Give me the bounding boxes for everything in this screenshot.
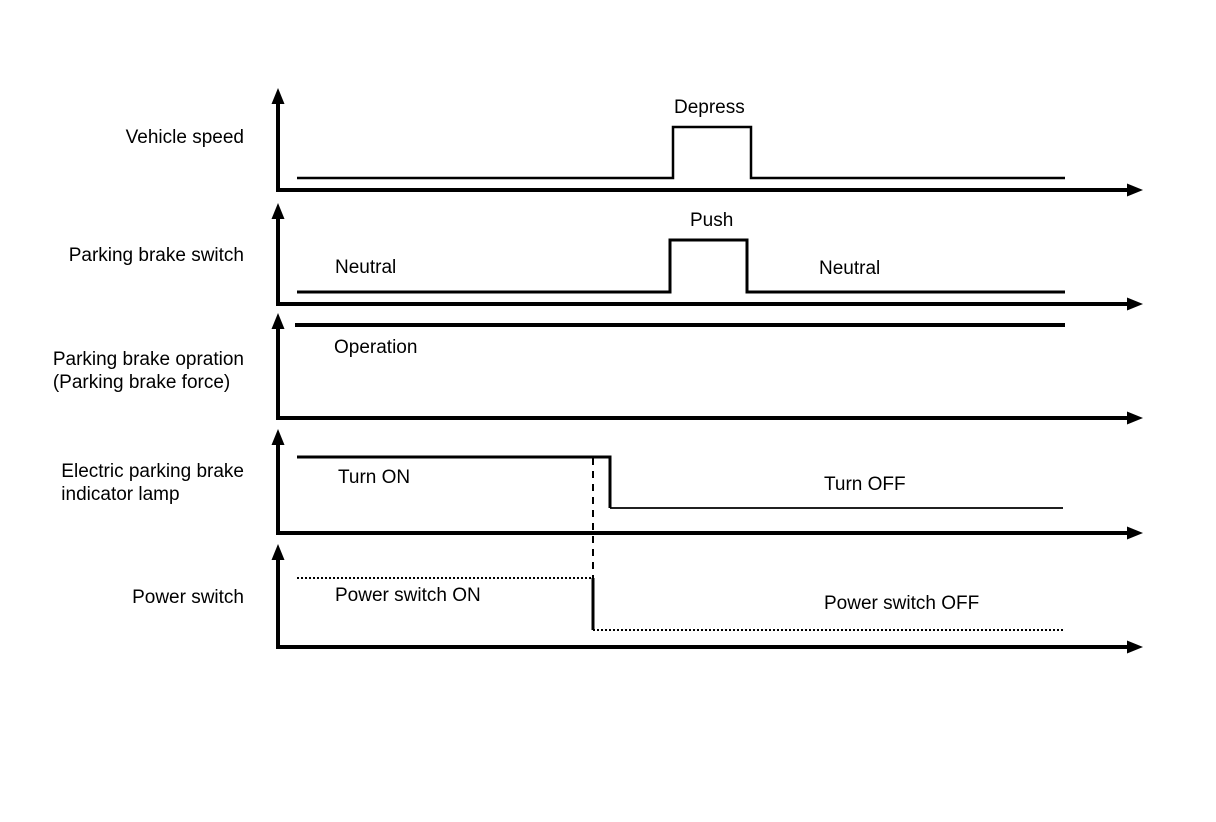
x-axis-arrow-icon xyxy=(1127,411,1143,425)
row-label-vehicle-speed: Vehicle speed xyxy=(125,127,244,148)
x-axis-arrow-icon xyxy=(1127,297,1143,311)
annotation-vehicle-speed-0: Depress xyxy=(674,97,745,118)
x-axis-arrow-icon xyxy=(1127,640,1143,654)
annotation-epb-indicator-lamp-0: Turn ON xyxy=(338,467,411,488)
annotation-epb-indicator-lamp-1: Turn OFF xyxy=(824,474,906,495)
y-axis-arrow-icon xyxy=(271,313,285,329)
signal-parking-brake-switch-seg0 xyxy=(297,238,1065,294)
annotation-parking-brake-switch-2: Neutral xyxy=(819,258,881,279)
signal-vehicle-speed-seg0 xyxy=(297,125,1065,180)
annotation-parking-brake-operation-0: Operation xyxy=(334,337,418,358)
signal-epb-indicator-lamp-seg0 xyxy=(297,455,612,508)
y-axis-arrow-icon xyxy=(271,544,285,560)
y-axis-arrow-icon xyxy=(271,203,285,219)
annotation-power-switch-0: Power switch ON xyxy=(335,585,481,606)
y-axis-arrow-icon xyxy=(271,88,285,104)
row-label-parking-brake-operation: Parking brake opration (Parking brake fo… xyxy=(52,349,244,393)
annotation-parking-brake-switch-0: Neutral xyxy=(335,257,397,278)
y-axis-arrow-icon xyxy=(271,429,285,445)
x-axis-arrow-icon xyxy=(1127,526,1143,540)
row-label-parking-brake-switch: Parking brake switch xyxy=(68,245,244,266)
row-label-power-switch: Power switch xyxy=(132,587,244,608)
x-axis-arrow-icon xyxy=(1127,183,1143,197)
annotation-power-switch-1: Power switch OFF xyxy=(824,593,980,614)
row-label-epb-indicator-lamp: Electric parking brake indicator lamp xyxy=(61,461,244,505)
annotation-parking-brake-switch-1: Push xyxy=(690,210,734,231)
